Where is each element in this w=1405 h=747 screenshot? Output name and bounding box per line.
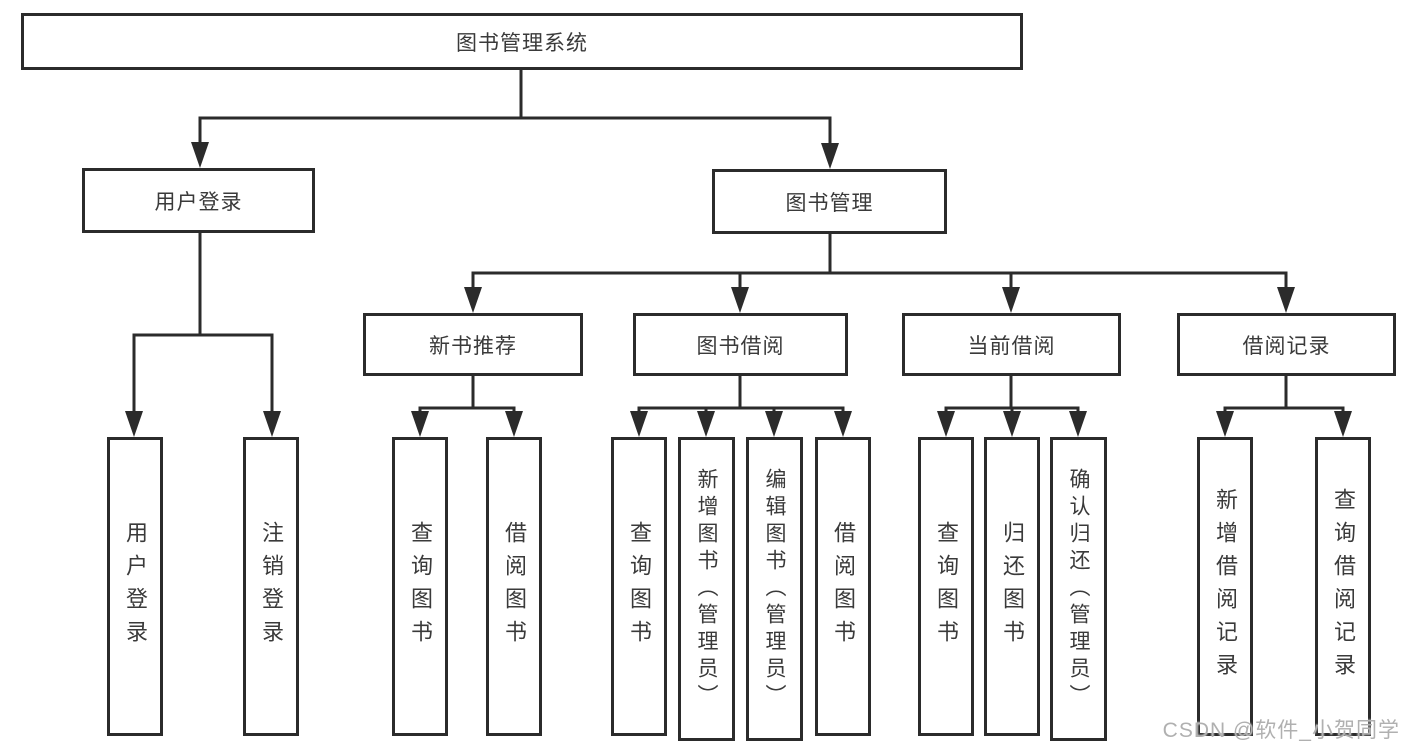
node-label: 查询图书	[934, 520, 959, 653]
node-label: 新增图书（管理员）	[695, 467, 718, 711]
arrowhead-icon	[1003, 411, 1021, 437]
node-label: 借阅图书	[502, 520, 527, 653]
leaf-borrow-books-borrowing: 借阅图书	[815, 437, 871, 736]
leaf-edit-book-admin: 编辑图书（管理员）	[746, 437, 803, 741]
node-label: 借阅图书	[831, 520, 856, 653]
arrowhead-icon	[1277, 287, 1295, 313]
node-label: 借阅记录	[1242, 334, 1331, 358]
node-label: 注销登录	[259, 520, 284, 653]
node-current-borrowing: 当前借阅	[902, 313, 1121, 376]
node-user-login-module: 用户登录	[82, 168, 315, 233]
arrowhead-icon	[125, 411, 143, 437]
node-label: 图书管理系统	[456, 31, 588, 55]
node-label: 图书管理	[785, 191, 874, 215]
node-book-management-module: 图书管理	[712, 169, 947, 234]
node-label: 用户登录	[154, 190, 243, 214]
node-book-borrowing: 图书借阅	[633, 313, 848, 376]
arrowhead-icon	[411, 411, 429, 437]
arrowhead-icon	[1334, 411, 1352, 437]
arrowhead-icon	[697, 411, 715, 437]
arrowhead-icon	[1069, 411, 1087, 437]
leaf-query-books-recommend: 查询图书	[392, 437, 448, 736]
node-label: 用户登录	[123, 520, 148, 653]
arrowheads	[125, 142, 1352, 437]
node-new-book-recommendation: 新书推荐	[363, 313, 583, 376]
leaf-user-login: 用户登录	[107, 437, 163, 736]
arrowhead-icon	[263, 411, 281, 437]
arrowhead-icon	[731, 287, 749, 313]
node-label: 编辑图书（管理员）	[763, 467, 786, 711]
node-label: 图书借阅	[696, 334, 785, 358]
node-label: 查询图书	[408, 520, 433, 653]
leaf-confirm-return-admin: 确认归还（管理员）	[1050, 437, 1107, 741]
arrowhead-icon	[937, 411, 955, 437]
leaf-borrow-books-recommend: 借阅图书	[486, 437, 542, 736]
node-label: 归还图书	[1000, 520, 1025, 653]
arrowhead-icon	[191, 142, 209, 168]
arrowhead-icon	[630, 411, 648, 437]
leaf-query-books-current: 查询图书	[918, 437, 974, 736]
leaf-return-book: 归还图书	[984, 437, 1040, 736]
arrowhead-icon	[505, 411, 523, 437]
node-borrowing-records: 借阅记录	[1177, 313, 1396, 376]
leaf-logout: 注销登录	[243, 437, 299, 736]
node-label: 新书推荐	[429, 334, 517, 358]
node-library-management-system: 图书管理系统	[21, 13, 1023, 70]
arrowhead-icon	[1002, 287, 1020, 313]
leaf-add-book-admin: 新增图书（管理员）	[678, 437, 735, 741]
node-label: 确认归还（管理员）	[1067, 467, 1090, 711]
arrowhead-icon	[821, 143, 839, 169]
arrowhead-icon	[1216, 411, 1234, 437]
leaf-add-borrow-record: 新增借阅记录	[1197, 437, 1253, 736]
node-label: 查询借阅记录	[1331, 487, 1356, 686]
node-label: 当前借阅	[967, 334, 1056, 358]
csdn-watermark: CSDN @软件_小贺同学	[1162, 719, 1400, 742]
arrowhead-icon	[464, 287, 482, 313]
arrowhead-icon	[765, 411, 783, 437]
leaf-query-books-borrowing: 查询图书	[611, 437, 667, 736]
leaf-query-borrow-record: 查询借阅记录	[1315, 437, 1371, 736]
node-label: 新增借阅记录	[1213, 487, 1238, 686]
arrowhead-icon	[834, 411, 852, 437]
node-label: 查询图书	[627, 520, 652, 653]
